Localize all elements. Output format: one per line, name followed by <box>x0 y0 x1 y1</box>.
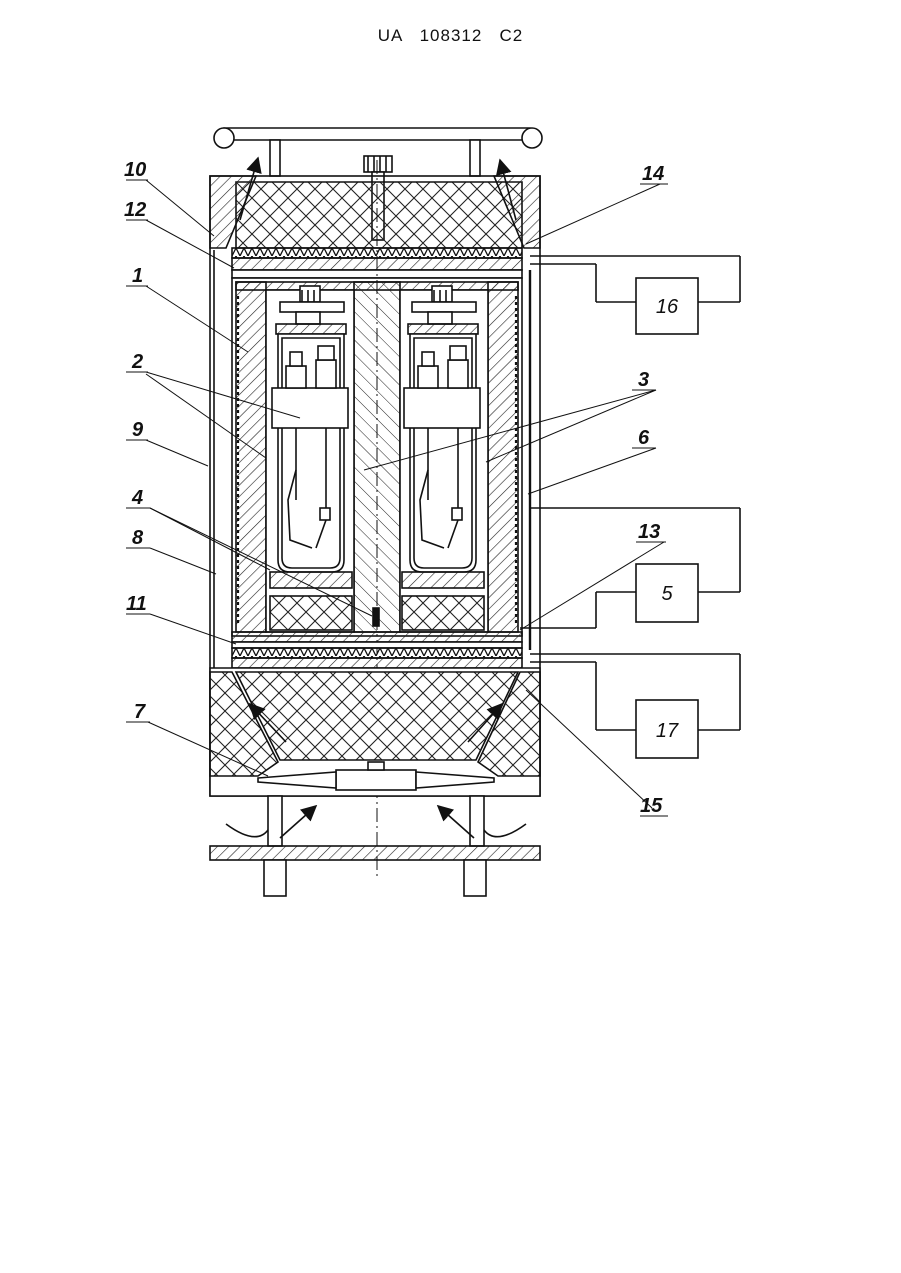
control-box-label: 16 <box>656 296 679 318</box>
temperature-sensor <box>373 608 379 626</box>
ref-label: 15 <box>640 795 663 817</box>
ref-label: 7 <box>134 701 146 723</box>
ref-label: 12 <box>124 199 146 221</box>
ref-label: 1 <box>132 265 143 287</box>
control-box-label: 17 <box>656 720 679 742</box>
left-wall <box>236 282 266 632</box>
bottom-heater-plate <box>232 648 522 658</box>
bottom-insulation-block <box>236 672 518 760</box>
ref-label: 6 <box>638 427 650 449</box>
ref-label: 8 <box>132 527 144 549</box>
ref-label: 4 <box>131 487 143 509</box>
ref-label: 10 <box>124 159 146 181</box>
ref-label: 14 <box>642 163 664 185</box>
ref-label: 9 <box>132 419 144 441</box>
left-chamber <box>266 286 354 632</box>
control-box-label: 5 <box>661 583 673 605</box>
ref-label: 2 <box>131 351 143 373</box>
base-plate <box>210 846 540 860</box>
top-insulation-block <box>236 182 522 248</box>
right-wall <box>488 282 518 632</box>
ref-label: 3 <box>638 369 649 391</box>
ref-label: 11 <box>126 593 147 615</box>
ref-label: 13 <box>638 521 660 543</box>
right-chamber <box>400 286 488 632</box>
